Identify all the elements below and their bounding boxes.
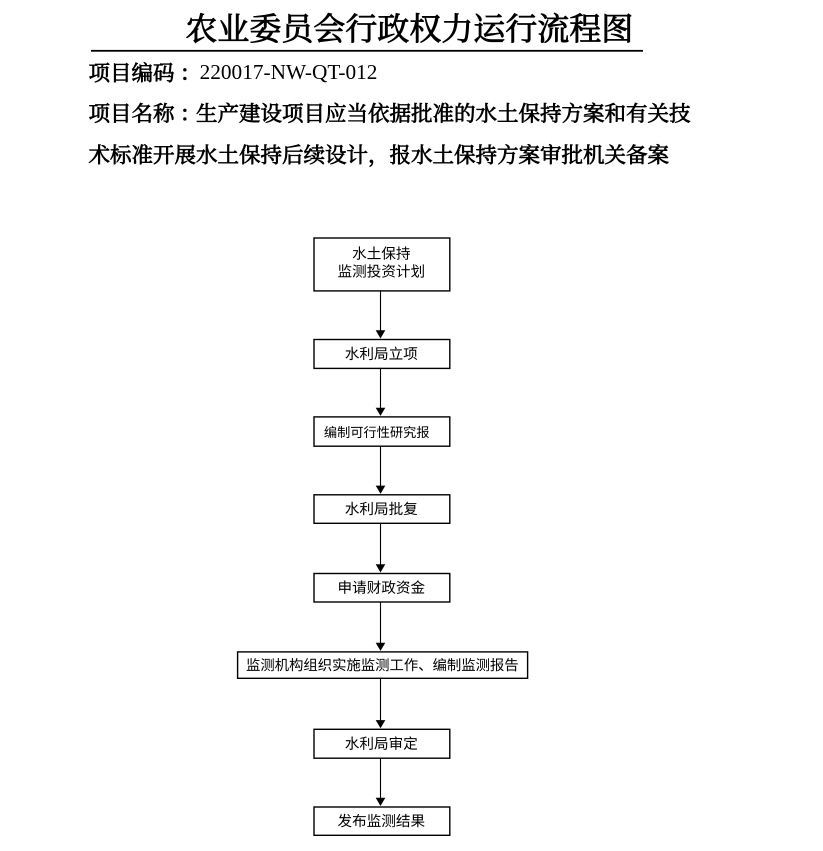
svg-text:220017-NW-QT-012: 220017-NW-QT-012	[200, 60, 378, 84]
